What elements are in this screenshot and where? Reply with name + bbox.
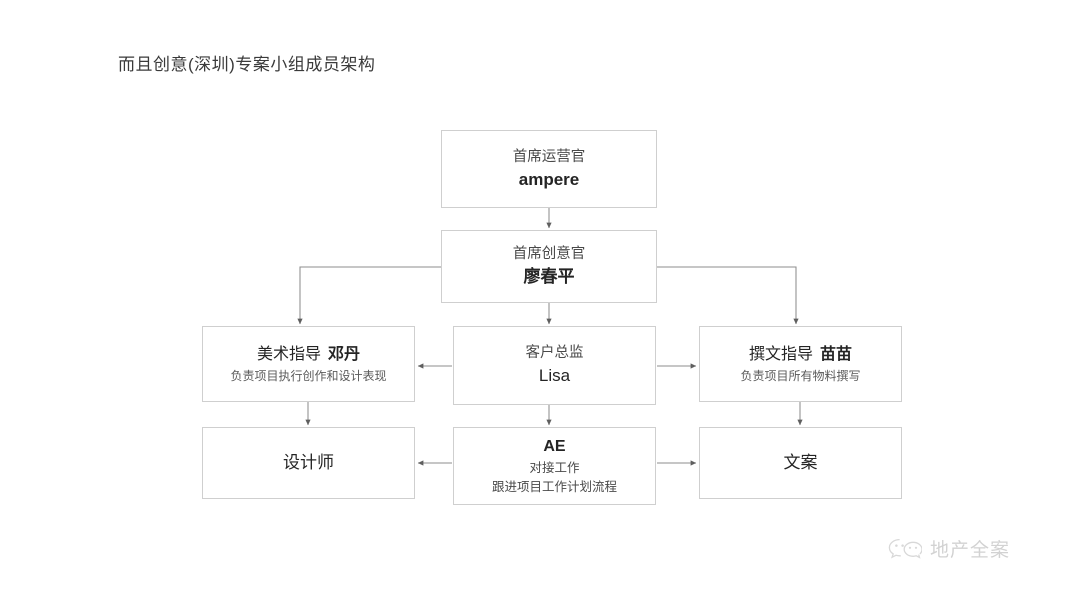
- node-cco-role: 首席创意官: [512, 246, 586, 262]
- page-title: 而且创意(深圳)专案小组成员架构: [118, 55, 376, 74]
- node-account-director-role: 客户总监: [525, 345, 584, 361]
- node-art-director[interactable]: 美术指导 邓丹 负责项目执行创作和设计表现: [202, 326, 415, 402]
- node-copywriter-label: 文案: [783, 453, 818, 472]
- connector-cco-to-art-director: [297, 266, 441, 325]
- node-copy-director-role: 撰文指导: [748, 345, 813, 363]
- node-coo[interactable]: 首席运营官 ampere: [441, 130, 657, 208]
- connector-cco-to-copy-director: [657, 266, 799, 325]
- node-coo-role: 首席运营官: [512, 148, 586, 165]
- watermark-text: 地产全案: [930, 540, 1011, 561]
- node-cco-name: 廖春平: [523, 267, 575, 286]
- node-ae[interactable]: AE 对接工作 跟进项目工作计划流程: [453, 427, 656, 505]
- wechat-icon: [888, 538, 922, 564]
- node-coo-name: ampere: [518, 169, 580, 189]
- node-designer[interactable]: 设计师: [202, 427, 415, 499]
- node-copy-director[interactable]: 撰文指导 苗苗 负责项目所有物料撰写: [699, 326, 902, 402]
- node-art-director-desc: 负责项目执行创作和设计表现: [230, 368, 387, 383]
- node-account-director-name: Lisa: [538, 366, 571, 385]
- node-copy-director-name: 苗苗: [820, 345, 853, 363]
- node-art-director-headline: 美术指导 邓丹: [257, 343, 360, 367]
- node-copy-director-desc: 负责项目所有物料撰写: [740, 368, 861, 383]
- node-art-director-role: 美术指导: [256, 345, 321, 363]
- node-cco[interactable]: 首席创意官 廖春平: [441, 230, 657, 303]
- node-ae-line1: 对接工作: [529, 461, 580, 475]
- node-account-director[interactable]: 客户总监 Lisa: [453, 326, 656, 405]
- node-ae-title: AE: [543, 438, 566, 455]
- node-art-director-name: 邓丹: [328, 345, 361, 363]
- node-ae-line2: 跟进项目工作计划流程: [491, 480, 617, 494]
- node-copywriter[interactable]: 文案: [699, 427, 902, 499]
- node-designer-label: 设计师: [283, 453, 334, 472]
- node-copy-director-headline: 撰文指导 苗苗: [749, 343, 852, 367]
- watermark: 地产全案: [888, 538, 1010, 564]
